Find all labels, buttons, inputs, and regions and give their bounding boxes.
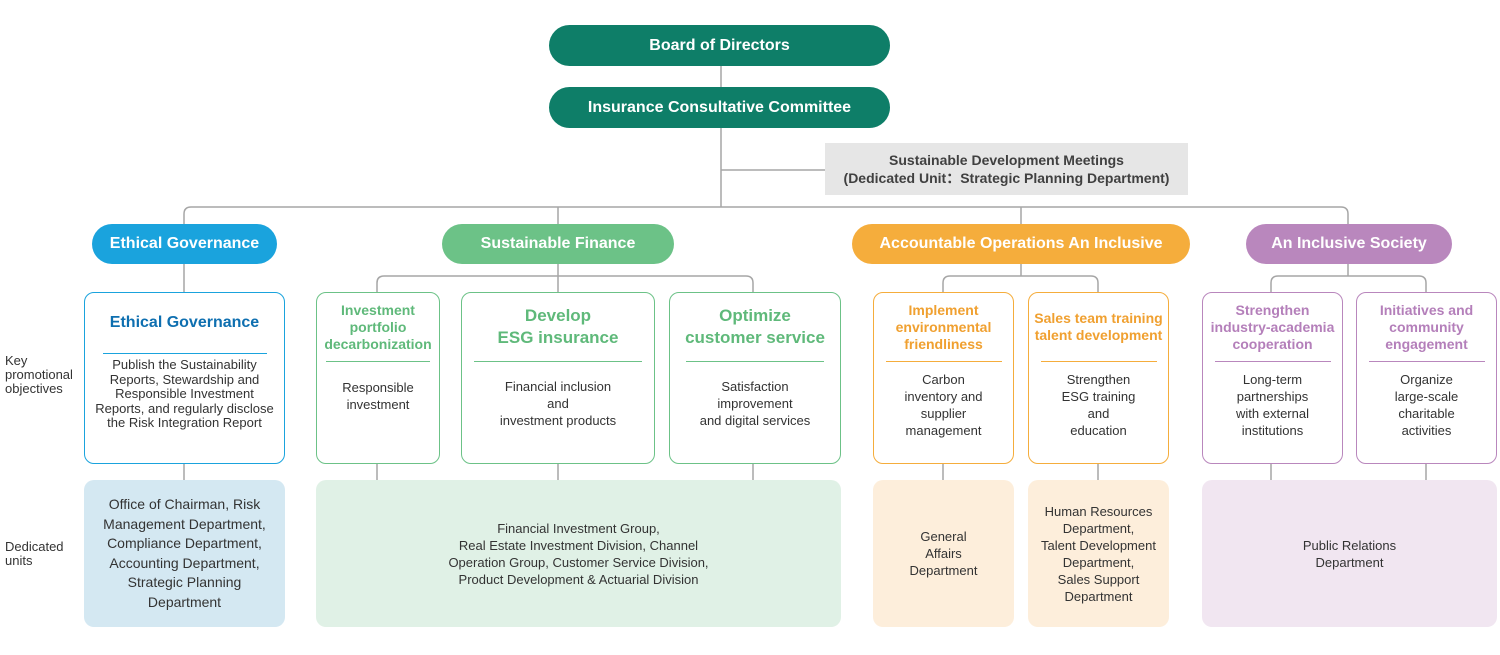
pillar-ethical-label: Ethical Governance (109, 235, 260, 252)
insurance-committee-node: Insurance Consultative Committee (549, 87, 890, 128)
objective-card-environmental: Implement environmental friendliness Car… (873, 292, 1014, 464)
pillar-society-label: An Inclusive Society (1271, 235, 1427, 252)
objective-title: Initiatives and community engagement (1379, 301, 1474, 352)
objective-body: Responsible investment (342, 379, 414, 412)
unit-ethical-governance: Office of Chairman, Risk Management Depa… (84, 480, 285, 627)
side-label-objectives: Key promotional objectives (5, 353, 73, 396)
objective-card-academia: Strengthen industry-academia cooperation… (1202, 292, 1343, 464)
objective-body: Long-term partnerships with external ins… (1236, 371, 1309, 438)
pillar-accountable-operations: Accountable Operations An Inclusive (852, 224, 1190, 264)
objective-divider (102, 353, 267, 354)
objective-divider (1040, 361, 1157, 362)
meetings-dedicated-unit: (Dedicated Unit：Strategic Planning Depar… (843, 170, 1170, 186)
board-of-directors-label: Board of Directors (649, 36, 790, 54)
objective-title: Develop ESG insurance (497, 306, 619, 347)
objective-title: Sales team training talent development (1034, 310, 1163, 343)
unit-general-affairs: General Affairs Department (873, 480, 1014, 627)
objective-card-sales-team: Sales team training talent development S… (1028, 292, 1169, 464)
pillar-ethical-governance: Ethical Governance (92, 224, 277, 264)
objective-body: Publish the Sustainability Reports, Stew… (95, 357, 274, 430)
unit-human-resources: Human Resources Department, Talent Devel… (1028, 480, 1169, 627)
sustainable-meetings-box: Sustainable Development Meetings (Dedica… (825, 143, 1188, 195)
objective-body: Strengthen ESG training and education (1061, 371, 1136, 438)
objective-title: Investment portfolio decarbonization (324, 301, 432, 352)
objective-card-decarbonization: Investment portfolio decarbonization Res… (316, 292, 440, 464)
board-of-directors-node: Board of Directors (549, 25, 890, 66)
pillar-finance-label: Sustainable Finance (480, 235, 636, 252)
unit-sustainable-finance: Financial Investment Group, Real Estate … (316, 480, 841, 627)
objective-body: Organize large-scale charitable activiti… (1394, 371, 1459, 438)
objective-divider (885, 361, 1002, 362)
objective-divider (1368, 361, 1485, 362)
objective-title: Ethical Governance (109, 314, 260, 331)
pillar-operations-label: Accountable Operations An Inclusive (879, 235, 1163, 252)
objective-divider (474, 361, 642, 362)
objective-card-customer-service: Optimize customer service Satisfaction i… (669, 292, 841, 464)
objective-divider (326, 361, 430, 362)
objective-title: Implement environmental friendliness (895, 301, 992, 352)
objective-divider (686, 361, 824, 362)
insurance-committee-label: Insurance Consultative Committee (587, 98, 852, 116)
objective-card-community: Initiatives and community engagement Org… (1356, 292, 1497, 464)
objective-body: Satisfaction improvement and digital ser… (699, 379, 811, 428)
pillar-inclusive-society: An Inclusive Society (1246, 224, 1452, 264)
meetings-title: Sustainable Development Meetings (889, 152, 1124, 168)
objective-card-esg-insurance: Develop ESG insurance Financial inclusio… (461, 292, 655, 464)
objective-body: Financial inclusion and investment produ… (499, 379, 617, 428)
objective-title: Strengthen industry-academia cooperation (1210, 301, 1335, 352)
objective-card-ethical-governance: Ethical Governance Publish the Sustainab… (84, 292, 285, 464)
unit-public-relations: Public Relations Department (1202, 480, 1497, 627)
objective-body: Carbon inventory and supplier management (904, 371, 983, 438)
pillar-sustainable-finance: Sustainable Finance (442, 224, 674, 264)
side-label-units: Dedicated units (5, 539, 64, 568)
objective-divider (1214, 361, 1331, 362)
objective-title: Optimize customer service (685, 306, 825, 347)
